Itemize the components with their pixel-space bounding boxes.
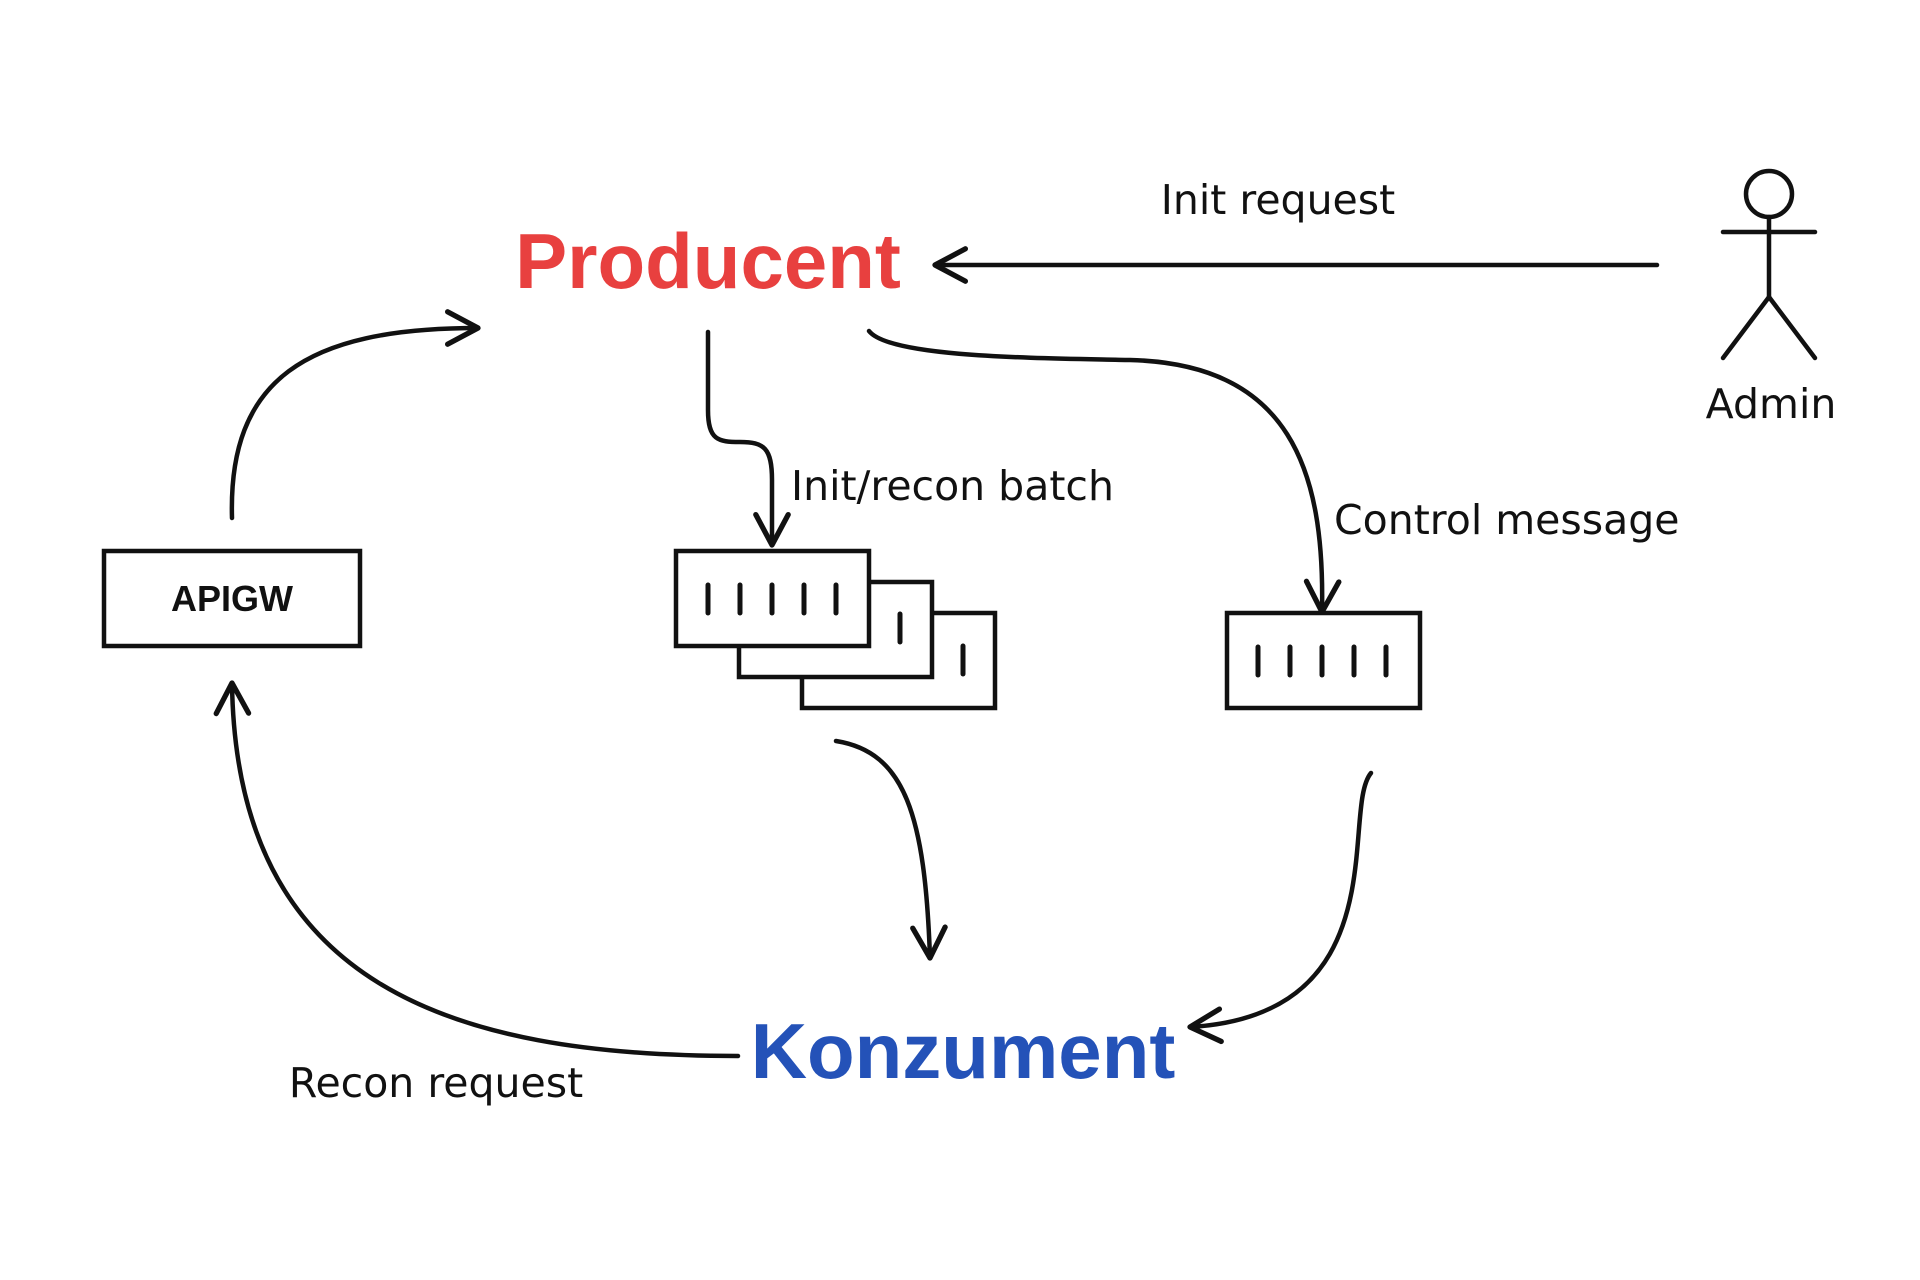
apigw-box: APIGW (101, 548, 363, 649)
consumer-to-apigw-arrow (213, 680, 741, 1059)
producer-to-batch-arrow (705, 329, 791, 548)
producer-title: Producent (515, 217, 901, 305)
init-recon-batch-label: Init/recon batch (791, 462, 1114, 510)
control-message-label: Control message (1334, 496, 1680, 544)
admin-label: Admin (1706, 380, 1837, 428)
stacked-queue-icon (673, 548, 998, 711)
batch-to-consumer-arrow (833, 738, 948, 961)
consumer-title: Konzument (751, 1007, 1176, 1095)
queue-icon (1224, 610, 1423, 711)
producer-to-control-arrow (866, 328, 1342, 615)
admin-icon (1720, 168, 1818, 361)
recon-request-label: Recon request (289, 1059, 583, 1107)
control-to-consumer-arrow (1187, 770, 1374, 1045)
apigw-to-producer-arrow (229, 309, 481, 521)
apigw-label: APIGW (171, 578, 293, 619)
init-request-label: Init request (1161, 176, 1395, 224)
